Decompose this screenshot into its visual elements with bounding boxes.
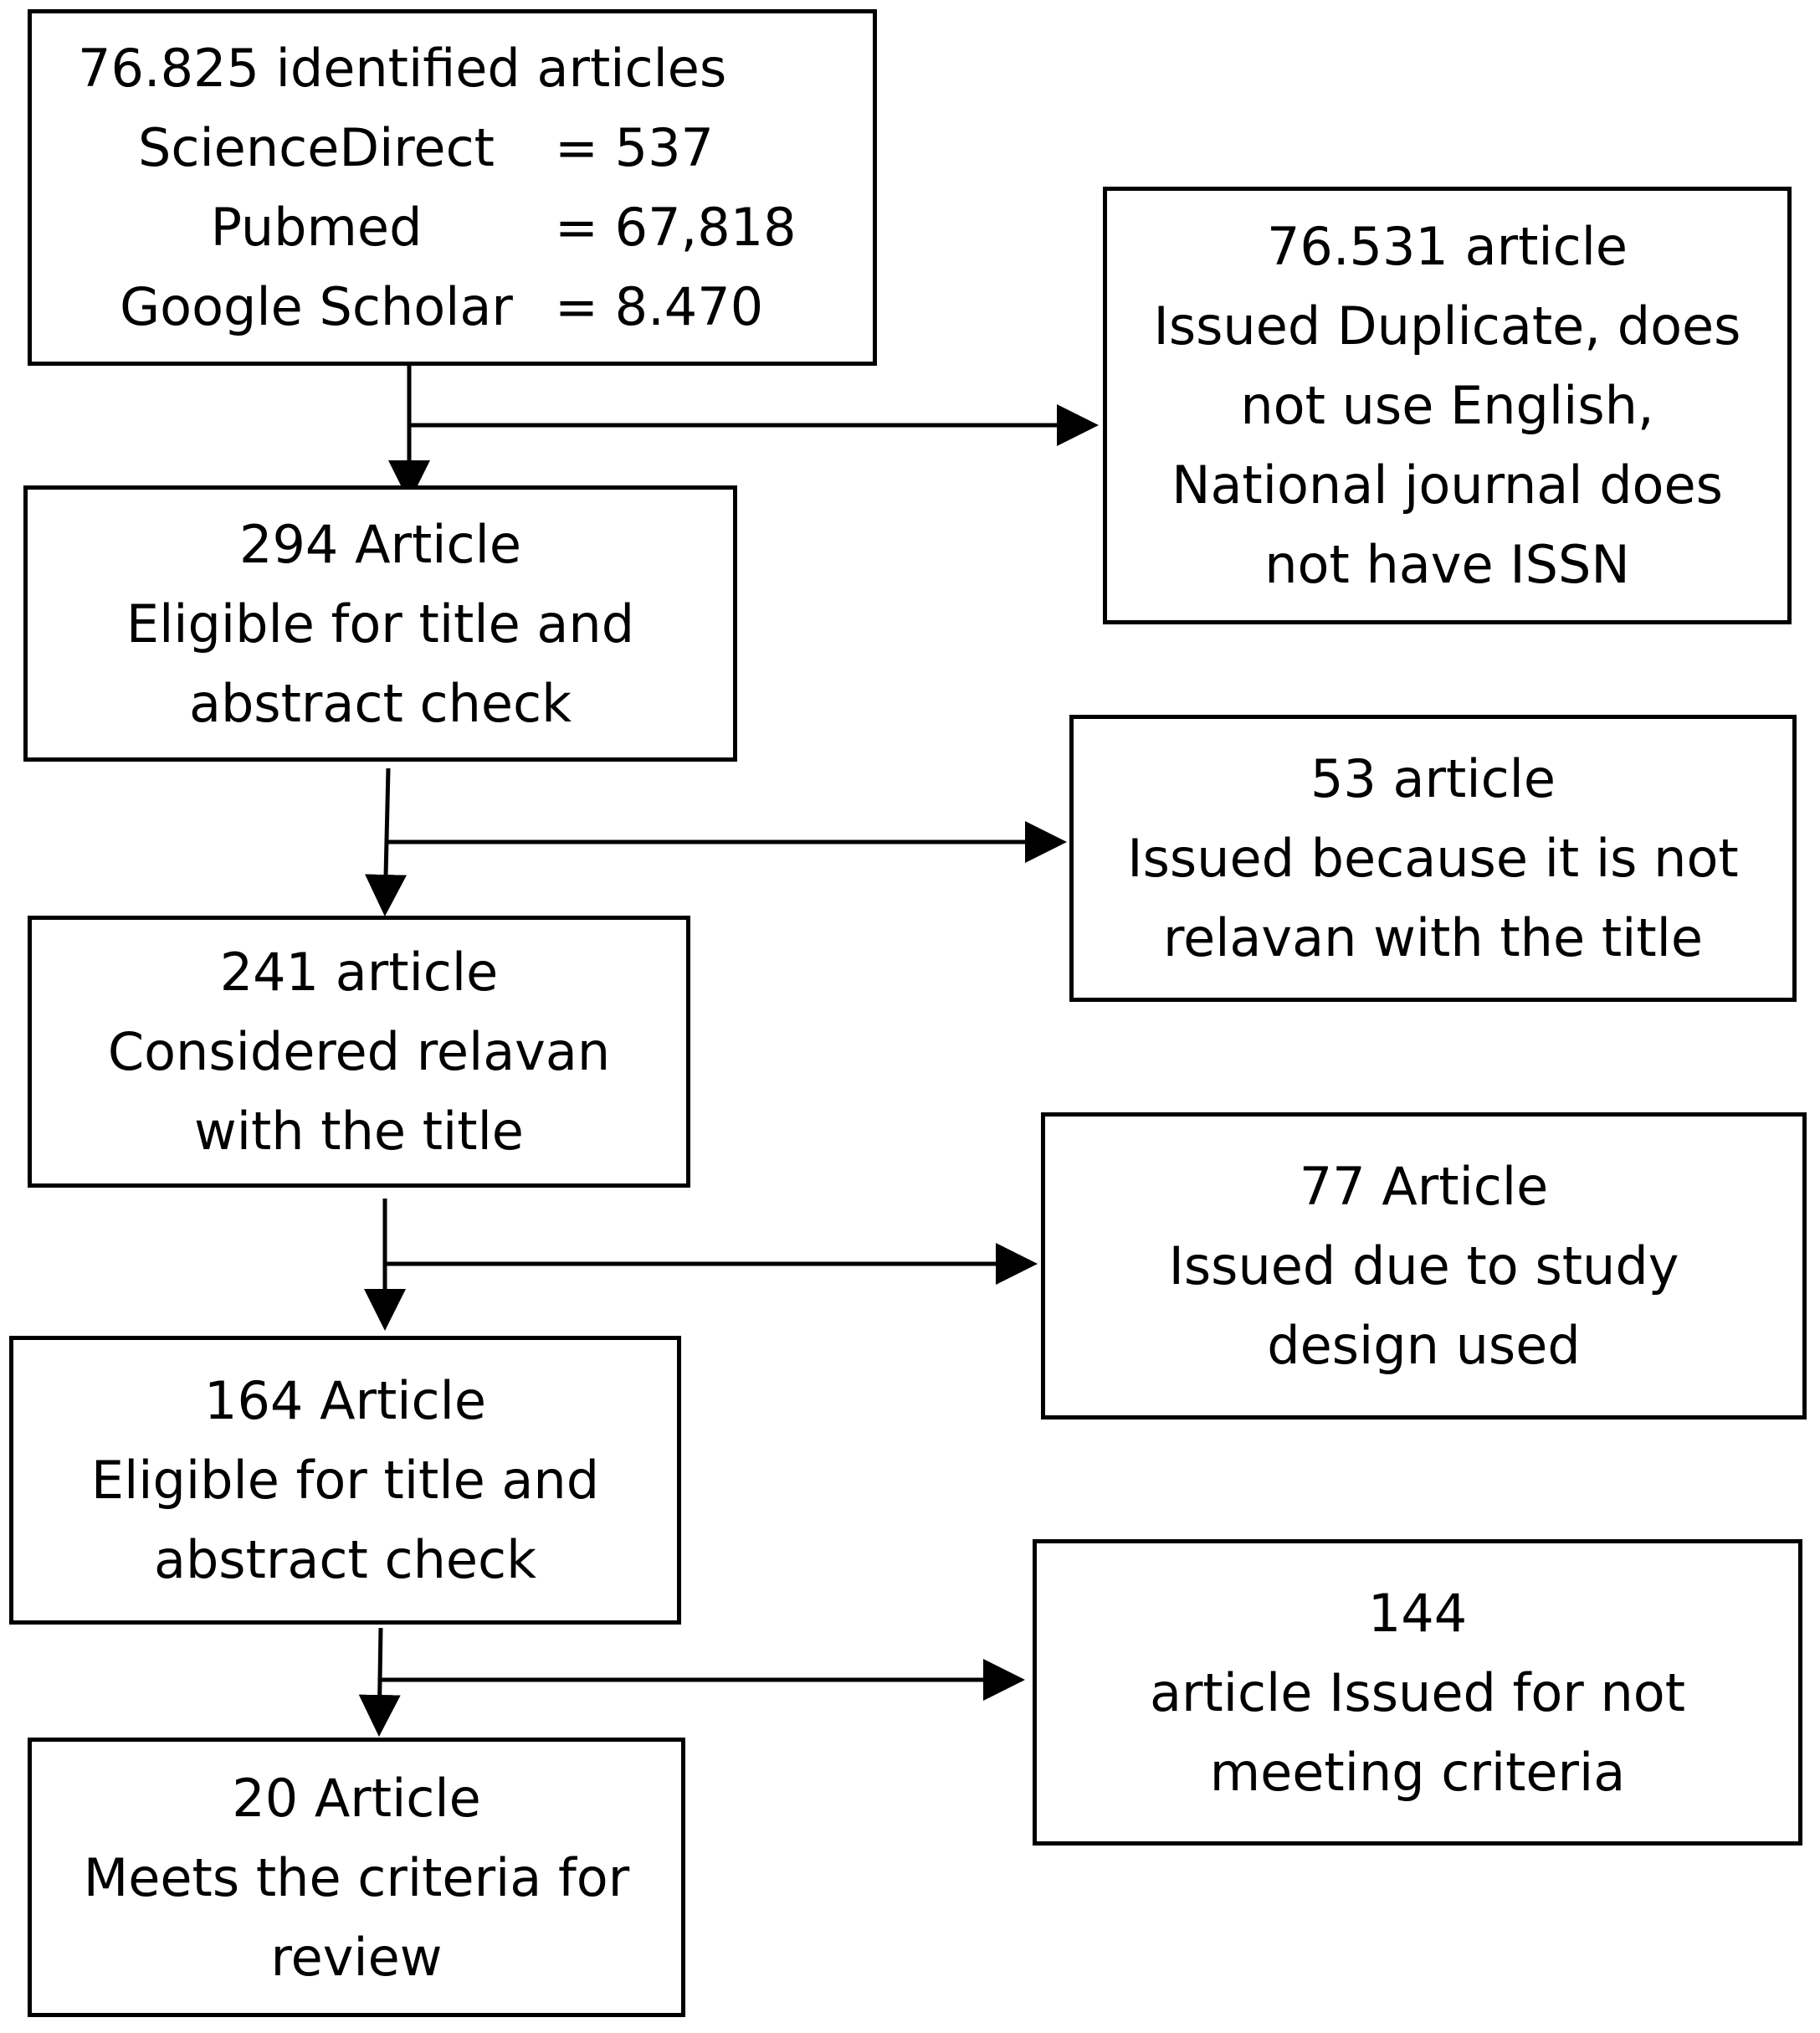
box-241-relevant: 241 article Considered relavan with the … [28,916,690,1188]
box-line: 144 [1367,1582,1468,1644]
source-row-sciencedirect: ScienceDirect = 537 [78,108,714,187]
box-line: Issued because it is not [1127,828,1739,889]
source-row-google-scholar: Google Scholar = 8.470 [78,267,763,347]
box-164-eligible: 164 Article Eligible for title and abstr… [9,1336,681,1625]
box-line: National journal does [1171,454,1723,516]
box-line: Issued Duplicate, does [1153,295,1741,357]
identified-articles-box: 76.825 identified articles ScienceDirect… [28,9,877,366]
source-count: = 8.470 [555,276,764,337]
box-line: Issued due to study [1168,1235,1679,1296]
box-line: abstract check [153,1529,537,1590]
box-line: 76.531 article [1266,216,1628,277]
box-line: 294 Article [239,513,521,575]
box-line: 20 Article [232,1767,481,1829]
box-line: meeting criteria [1209,1741,1626,1803]
box-line: Eligible for title and [90,1450,600,1511]
source-name: Google Scholar [120,276,513,337]
box-line: Considered relavan [107,1021,611,1082]
box-line: 241 article [219,942,499,1003]
box-20-included: 20 Article Meets the criteria for review [28,1738,685,2017]
box-excluded-76531: 76.531 article Issued Duplicate, does no… [1103,187,1792,624]
box-line: not use English, [1240,375,1654,436]
box-line: design used [1267,1315,1581,1376]
source-name: Pubmed [210,197,423,258]
source-name: ScienceDirect [138,117,495,178]
box-line: 53 article [1310,748,1556,809]
box-line: article Issued for not [1149,1661,1686,1723]
source-count: = 537 [555,117,714,178]
box-line: abstract check [188,672,572,734]
box-line: 164 Article [204,1370,486,1431]
source-count: = 67,818 [555,197,797,258]
box-294-eligible: 294 Article Eligible for title and abstr… [23,485,737,762]
box-excluded-77: 77 Article Issued due to study design us… [1041,1112,1807,1420]
box-line: Eligible for title and [126,593,635,655]
identified-articles-title: 76.825 identified articles [78,38,727,99]
box-line: with the title [194,1101,524,1162]
source-row-pubmed: Pubmed = 67,818 [78,187,797,267]
box-excluded-53: 53 article Issued because it is not rela… [1069,715,1797,1002]
box-line: review [270,1926,443,1988]
box-line: relavan with the title [1162,907,1704,968]
box-line: 77 Article [1299,1156,1549,1217]
box-line: Meets the criteria for [83,1846,630,1908]
box-excluded-144: 144 article Issued for not meeting crite… [1033,1539,1802,1846]
box-line: not have ISSN [1264,534,1630,595]
